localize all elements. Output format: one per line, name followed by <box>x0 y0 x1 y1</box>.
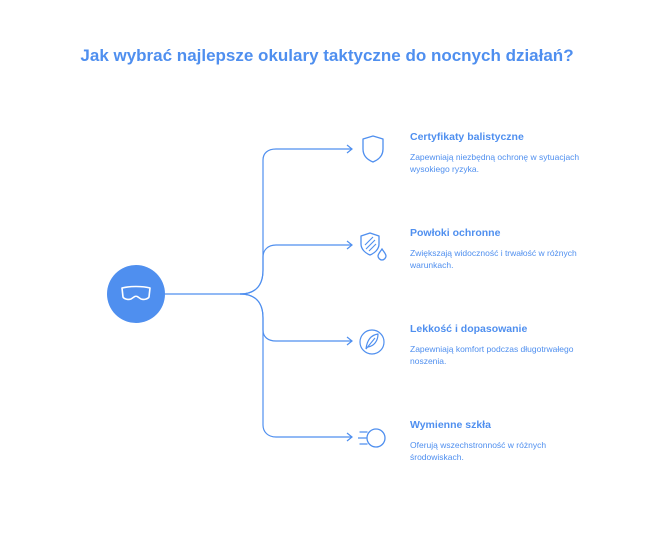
item-description: Zwiększają widoczność i trwałość w różny… <box>410 248 577 270</box>
diagram-title: Jak wybrać najlepsze okulary taktyczne d… <box>80 46 574 65</box>
shield-icon <box>362 135 384 163</box>
feather-icon <box>359 329 385 355</box>
item-title: Lekkość i dopasowanie <box>410 323 528 335</box>
item-description: Oferują wszechstronność w różnych środow… <box>410 440 547 462</box>
item-title: Powłoki ochronne <box>410 227 501 239</box>
shield-droplet-icon <box>360 232 387 261</box>
item-description: Zapewniają niezbędną ochronę w sytuacjac… <box>410 152 580 174</box>
item-title: Certyfikaty balistyczne <box>410 131 524 143</box>
goggles-icon <box>121 285 151 301</box>
lens-swap-icon <box>358 428 386 448</box>
item-title: Wymienne szkła <box>410 419 491 431</box>
item-description: Zapewniają komfort podczas długotrwałego… <box>410 344 574 366</box>
hub-circle <box>107 265 165 323</box>
